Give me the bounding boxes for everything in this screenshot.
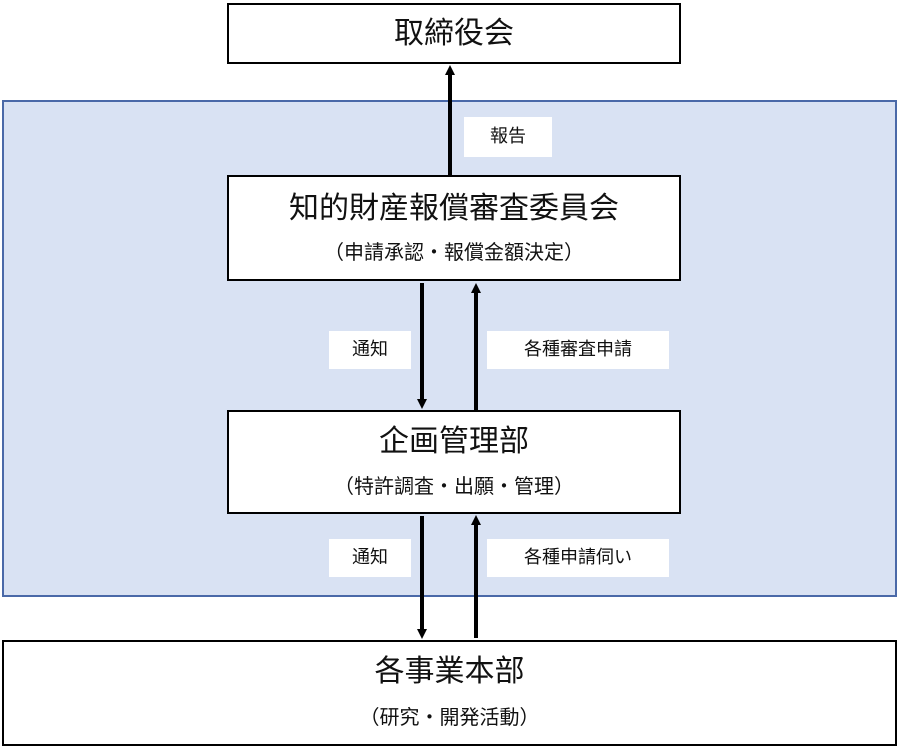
board-of-directors-box: 取締役会 — [227, 3, 681, 64]
edge-label-notify-lower: 通知 — [329, 539, 411, 577]
planning-management-title: 企画管理部 — [379, 424, 529, 459]
edge-label-review-request: 各種審査申請 — [487, 331, 669, 369]
business-divisions-title: 各事業本部 — [374, 654, 525, 689]
planning-management-subtitle: （特許調査・出願・管理） — [334, 474, 574, 498]
business-divisions-subtitle: （研究・開発活動） — [359, 705, 540, 729]
business-divisions-box: 各事業本部 （研究・開発活動） — [2, 640, 897, 746]
edge-label-application-inquiry: 各種申請伺い — [487, 539, 669, 577]
ip-reward-committee-subtitle: （申請承認・報償金額決定） — [324, 240, 584, 264]
edge-label-notify-upper: 通知 — [329, 331, 411, 369]
ip-reward-committee-title: 知的財産報償審査委員会 — [289, 191, 619, 226]
edge-label-report: 報告 — [464, 117, 552, 157]
board-of-directors-title: 取締役会 — [394, 16, 514, 51]
ip-reward-committee-box: 知的財産報償審査委員会 （申請承認・報償金額決定） — [227, 175, 681, 281]
planning-management-box: 企画管理部 （特許調査・出願・管理） — [227, 410, 681, 514]
